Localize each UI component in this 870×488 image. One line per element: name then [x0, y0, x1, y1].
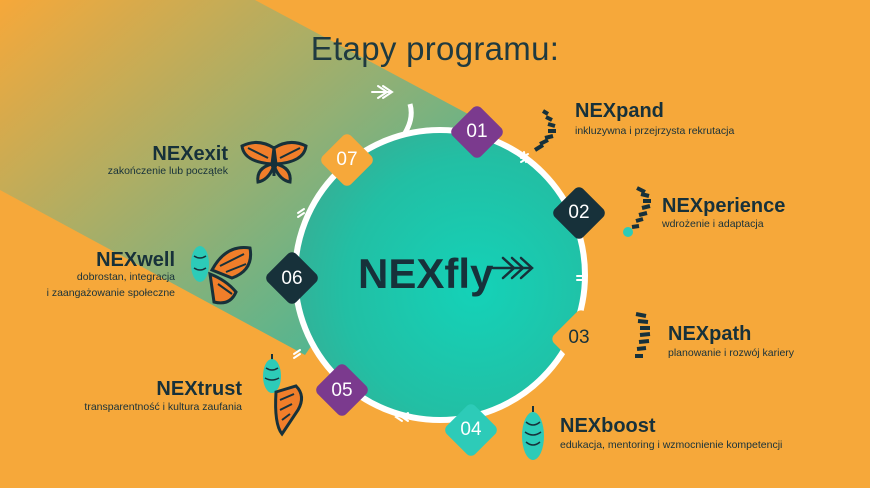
ring-direction-markers: [293, 151, 586, 422]
stage-number-01: 01: [466, 121, 488, 142]
stage-desc-nexexit: zakończenie lub początek: [107, 165, 228, 177]
chrysalis-forming-icon: [632, 308, 653, 366]
stage-number-03: 03: [568, 327, 590, 348]
stage-desc-nexwell-line1: dobrostan, integracja: [76, 271, 175, 283]
stage-desc-nexboost: edukacja, mentoring i wzmocnienie kompet…: [560, 439, 783, 451]
stage-name-nexboost: NEXboost: [560, 415, 656, 437]
stage-number-04: 04: [460, 419, 482, 440]
stage-desc-nexpath: planowanie i rozwój kariery: [668, 347, 795, 359]
caterpillar-icon: [529, 104, 559, 156]
diagram-title: Etapy programu:: [310, 30, 560, 67]
stage-name-nextrust: NEXtrust: [156, 378, 242, 400]
stage-desc-nexpand: inkluzywna i przejrzysta rekrutacja: [575, 125, 735, 137]
chrysalis-icon: [522, 406, 544, 460]
center-circle: [295, 130, 585, 420]
center-arrow-icon: [491, 256, 534, 280]
stage-number-06: 06: [281, 268, 303, 289]
center-label: NEXfly: [358, 250, 494, 297]
stage-name-nexpath: NEXpath: [668, 323, 752, 345]
exit-path: [402, 103, 414, 135]
exit-arrow-icon: [371, 85, 394, 99]
butterfly-chrysalis-icon: [191, 245, 253, 305]
stage-name-nexpand: NEXpand: [575, 100, 664, 122]
stage-name-nexwell: NEXwell: [96, 249, 175, 271]
stage-name-nexperience: NEXperience: [662, 195, 786, 217]
stage-number-05: 05: [331, 380, 353, 401]
stage-desc-nexperience: wdrożenie i adaptacja: [662, 218, 764, 230]
stage-number-02: 02: [568, 202, 590, 223]
stage-number-07: 07: [336, 149, 358, 170]
stage-desc-nextrust: transparentność i kultura zaufania: [84, 401, 242, 413]
stage-name-nexexit: NEXexit: [152, 143, 228, 165]
caterpillar-icon: [623, 182, 652, 238]
butterfly-icon: [240, 141, 308, 184]
stage-desc-nexwell-line2: i zaangażowanie społeczne: [46, 287, 175, 299]
butterfly-emerging-icon: [263, 354, 303, 437]
